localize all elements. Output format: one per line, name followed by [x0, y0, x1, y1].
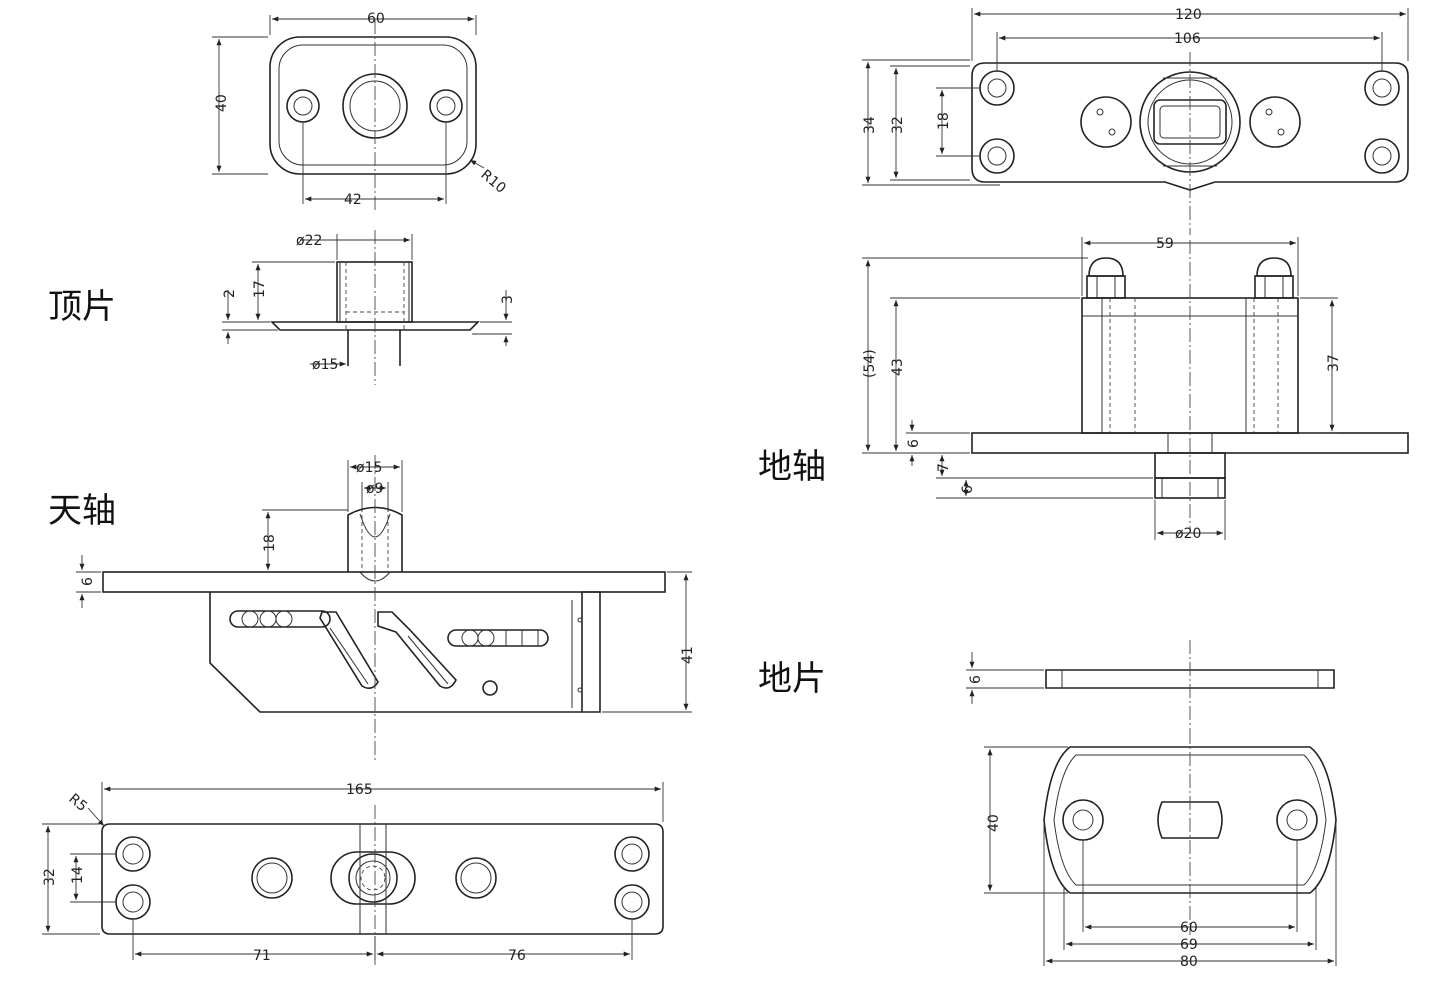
top-plate-section-view: ø22 17 2 3 ø15: [222, 230, 516, 385]
dim-fps-54: (54): [862, 349, 878, 378]
dim-tvp-r5: R5: [65, 791, 90, 815]
dim-tp-60: 60: [367, 11, 385, 27]
dim-fps-7: 7: [936, 463, 952, 472]
floor-pivot-plan-view: 120 106 34 32 18: [862, 7, 1409, 235]
label-floor-plate: 地片: [758, 659, 826, 699]
dim-fps-6a: 6: [906, 439, 922, 448]
dim-tv-6: 6: [80, 577, 96, 586]
dim-tv-d9: ø9: [366, 481, 383, 497]
dim-fpt-18: 18: [936, 112, 952, 130]
dim-tp-42: 42: [344, 192, 362, 208]
label-top-plate: 顶片: [48, 287, 116, 327]
dim-fps-59: 59: [1156, 236, 1174, 252]
dim-tp-r10: R10: [477, 167, 508, 197]
dim-fpt-106: 106: [1174, 31, 1201, 47]
dim-tv-18: 18: [262, 534, 278, 552]
dim-tvp-14: 14: [70, 866, 86, 884]
dim-fl-80: 80: [1180, 954, 1198, 970]
dim-tvp-71: 71: [253, 948, 271, 964]
dim-tvp-32: 32: [42, 868, 58, 886]
dim-tvp-165: 165: [346, 782, 373, 798]
top-plate-plan-view: 60 40 42 R10: [212, 11, 509, 210]
top-pivot-side-view: ø15 ø9 18 6 41: [76, 455, 696, 760]
label-floor-pivot: 地轴: [758, 447, 826, 487]
dim-tv-41: 41: [680, 646, 696, 664]
floor-pivot-side-view: 59 (54) 43 37 6 7 6 ø20: [862, 236, 1409, 542]
dim-fl-40: 40: [986, 814, 1002, 832]
dim-tp-40: 40: [214, 94, 230, 112]
dim-fps-d20: ø20: [1175, 526, 1201, 542]
dim-tps-2: 2: [222, 289, 238, 298]
dim-fl-6: 6: [968, 675, 984, 684]
dim-tps-d22: ø22: [296, 233, 322, 249]
dim-fpt-120: 120: [1175, 7, 1202, 23]
dim-fl-69: 69: [1180, 937, 1198, 953]
dim-tps-17: 17: [252, 280, 268, 298]
label-top-pivot: 天轴: [48, 491, 116, 531]
floor-plate-side-view: 6: [966, 640, 1335, 730]
dim-tv-d15: ø15: [356, 460, 382, 476]
dim-fpt-34: 34: [862, 116, 878, 134]
top-pivot-plan-view: 165 R5 32 14 71 76: [42, 782, 664, 965]
dim-fps-37: 37: [1326, 354, 1342, 372]
floor-plate-plan-view: 40 60 69 80: [984, 730, 1337, 970]
dim-tps-d15: ø15: [312, 357, 338, 373]
dim-fpt-32: 32: [890, 116, 906, 134]
dim-fl-60: 60: [1180, 920, 1198, 936]
dim-fps-6b: 6: [960, 485, 976, 494]
dim-tvp-76: 76: [508, 948, 526, 964]
dim-fps-43: 43: [890, 358, 906, 376]
dim-tps-3: 3: [500, 295, 516, 304]
